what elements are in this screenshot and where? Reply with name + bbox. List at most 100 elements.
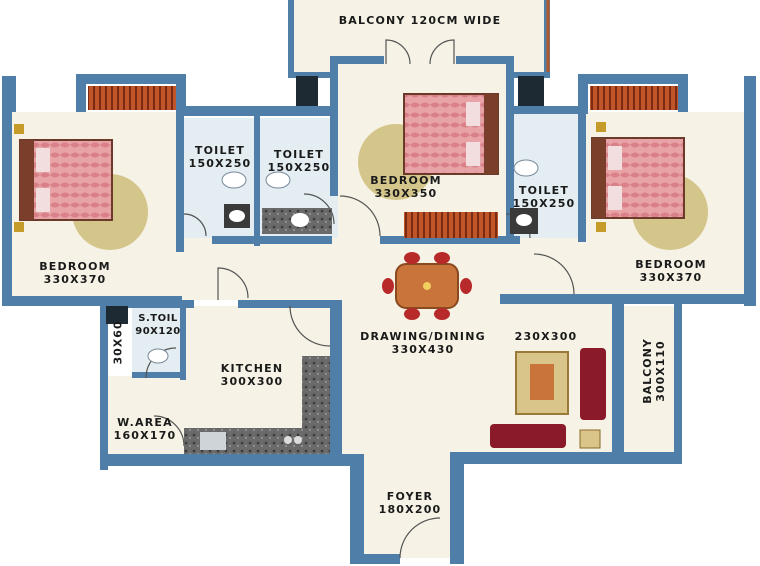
door-toilet-1 [183, 213, 207, 237]
label-toilet-2: TOILET 150X250 [260, 148, 338, 174]
wall-kitchen-top [100, 300, 194, 308]
door-balcony-top [385, 39, 411, 65]
label-size: 330X370 [639, 271, 703, 284]
wall-kitchen-right [330, 300, 342, 460]
sofa-bottom [490, 424, 566, 448]
wall-balcony-rail-right [508, 72, 550, 78]
wall-toilet3-right [578, 106, 586, 242]
floor-w-area [108, 376, 184, 456]
dining-set [382, 252, 472, 320]
door-toilet-2 [303, 193, 335, 225]
door-kitchen [289, 305, 331, 347]
label-name: DRAWING/DINING [360, 330, 486, 343]
label-w-area: W.AREA 160X170 [106, 416, 184, 442]
label-bedroom-center: BEDROOM 330X350 [356, 174, 456, 200]
wall-s-toil-bottom [132, 372, 186, 378]
wall-toilet-1-left [176, 106, 184, 252]
bed-left [19, 139, 113, 221]
label-duct: 30X60 [112, 320, 125, 364]
label-size: 90X120 [135, 326, 181, 337]
wc-1 [221, 171, 247, 189]
wall-left-top-a [2, 76, 16, 112]
wall-right-top-side [578, 74, 588, 112]
label-name: BEDROOM [39, 260, 111, 273]
bed-right [591, 137, 685, 219]
wall-center-top-left [330, 56, 384, 64]
side-table [579, 429, 601, 449]
door-bedroom-left [217, 267, 249, 300]
label-kitchen: KITCHEN 300X300 [204, 362, 300, 388]
wall-left-top-side2 [176, 74, 186, 116]
label-size: 300X110 [654, 340, 667, 402]
window-right [590, 86, 678, 110]
label-balcony-top: BALCONY 120CM WIDE [300, 14, 540, 27]
wall-foyer-bottom-l [350, 554, 400, 564]
wall-toilet-bottom [212, 236, 332, 244]
wall-toilet3-bottom [380, 236, 520, 244]
label-name: BEDROOM [635, 258, 707, 271]
label-size: 300X300 [220, 375, 284, 388]
label-size: 150X250 [267, 161, 331, 174]
wall-right-bottom [500, 294, 756, 304]
label-name: KITCHEN [220, 362, 284, 375]
label-toilet-1: TOILET 150X250 [182, 144, 258, 170]
wall-balcony-rail [288, 72, 338, 78]
window-center [404, 212, 498, 238]
label-name: W.AREA [117, 416, 173, 429]
door-w-area [153, 415, 185, 447]
label-bedroom-left: BEDROOM 330X370 [20, 260, 130, 286]
wc-2 [265, 171, 291, 189]
wall-right-top [578, 74, 688, 84]
label-name: TOILET [194, 144, 246, 157]
doors [145, 39, 575, 559]
label-size: 330X430 [391, 343, 455, 356]
label-size: 180X200 [378, 503, 442, 516]
label-drawing-dining: DRAWING/DINING 330X430 [348, 330, 498, 356]
wall-foyer-right [450, 454, 464, 564]
wall-right-outer [744, 76, 756, 306]
label-size: 230X300 [514, 330, 578, 343]
label-size: 30X60 [111, 320, 125, 365]
duct-right [518, 76, 544, 106]
windows [88, 0, 678, 238]
door-balcony-top-2 [429, 39, 455, 65]
wall-left-top-side [76, 74, 86, 112]
label-name: S.TOIL [138, 313, 178, 324]
wall-toilet3-top [506, 106, 588, 114]
label-bedroom-right: BEDROOM 330X370 [616, 258, 726, 284]
door-foyer [399, 517, 441, 559]
wall-toilet-divider [254, 106, 260, 246]
window-left [88, 86, 176, 110]
label-name: TOILET [273, 148, 325, 161]
bed-center [403, 93, 499, 175]
floor-foyer [360, 456, 460, 558]
label-name: BEDROOM [370, 174, 442, 187]
door-bedroom-center [339, 195, 381, 237]
wall-living-bottom [450, 452, 682, 464]
wall-center-top-right [456, 56, 514, 64]
label-size: 330X370 [43, 273, 107, 286]
label-name: BALCONY 120CM WIDE [338, 14, 502, 27]
wall-center-right [506, 56, 514, 236]
wall-center-left [330, 56, 338, 196]
wall-s-toil-right [180, 300, 186, 380]
floor-corridor [180, 238, 584, 300]
label-size: 150X250 [188, 157, 252, 170]
wall-left-top [76, 74, 186, 84]
label-name: FOYER [386, 490, 434, 503]
duct-service [106, 306, 128, 324]
wall-left-outer [2, 76, 12, 306]
duct-left [296, 76, 318, 106]
label-s-toil: S.TOIL 90X120 [130, 312, 186, 338]
wall-kitchen-top2 [238, 300, 342, 308]
fixtures-toilets [147, 159, 539, 364]
label-size: 160X170 [113, 429, 177, 442]
door-bedroom-right [533, 253, 575, 295]
label-name: BALCONY [641, 338, 654, 404]
label-size: 150X250 [512, 197, 576, 210]
label-living: 230X300 [506, 330, 586, 343]
wall-balcony-right-outer [674, 302, 682, 462]
living-set [490, 348, 606, 449]
